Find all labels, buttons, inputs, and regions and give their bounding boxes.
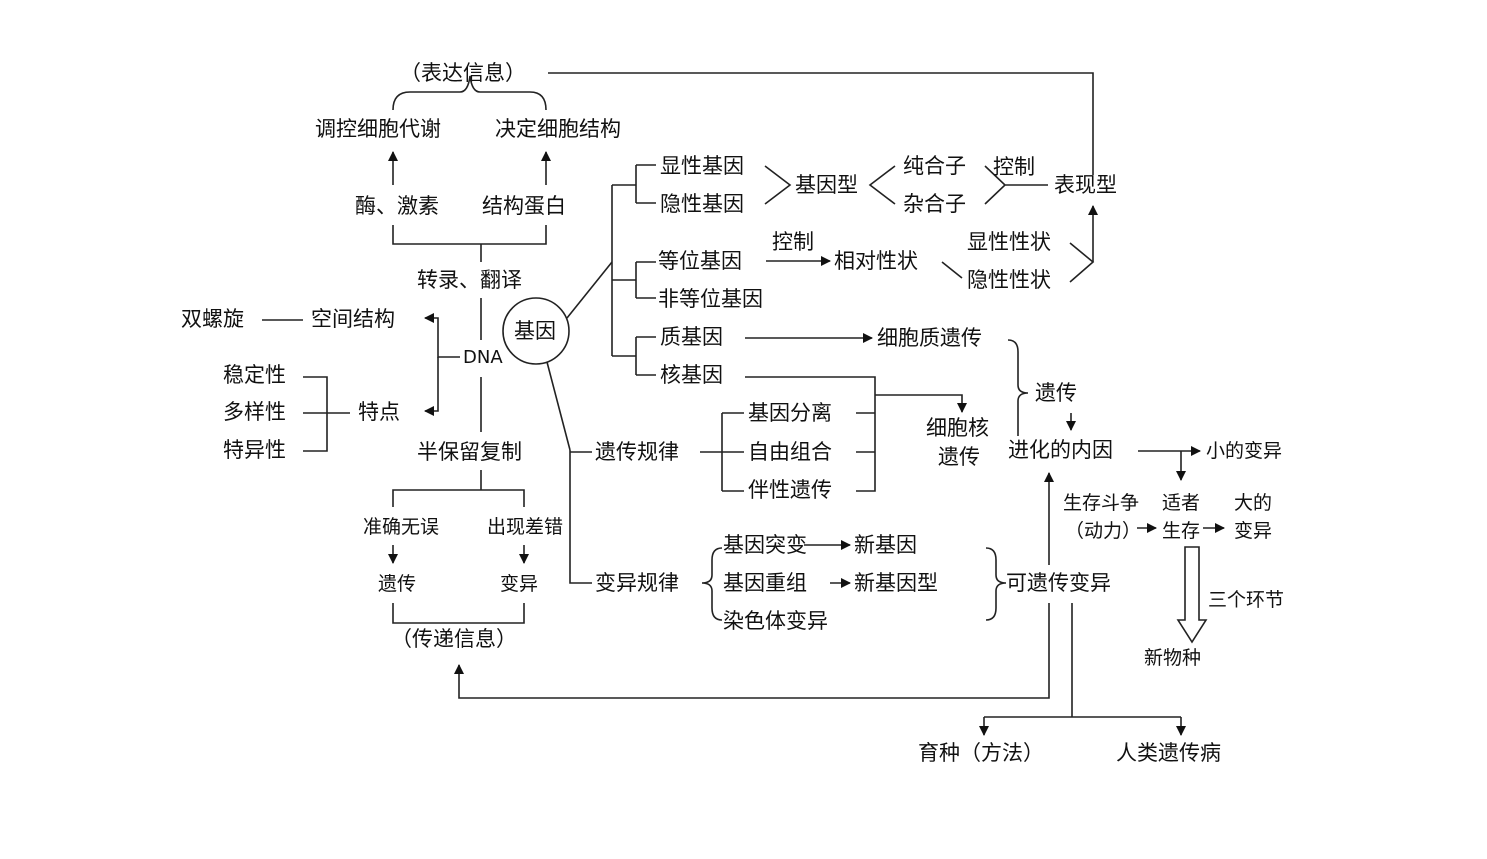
three-links-label: 三个环节	[1208, 589, 1284, 611]
dominant-gene-label: 显性基因	[660, 154, 744, 178]
cytoplasmic-gene-label: 质基因	[660, 325, 723, 349]
recessive-gene-label: 隐性基因	[660, 192, 744, 216]
driving-force-label: （动力）	[1065, 520, 1141, 542]
mutation-label: 基因突变	[723, 533, 807, 557]
large-variation-label-1: 大的	[1234, 492, 1272, 514]
nuclear-gene-line	[745, 376, 876, 492]
specificity-label: 特异性	[223, 438, 286, 462]
internal-cause-label: 进化的内因	[1008, 438, 1113, 462]
new-gene-label: 新基因	[854, 533, 917, 557]
cyto-nuclear-bracket	[612, 336, 656, 376]
features-label: 特点	[358, 400, 400, 424]
variation-label: 变异	[500, 573, 538, 595]
new-species-label: 新物种	[1144, 647, 1201, 669]
nuclear-inheritance-arrow	[875, 394, 967, 413]
transmit-bracket	[392, 603, 525, 624]
fittest-label-1: 适者	[1162, 492, 1200, 514]
replication-bracket	[392, 489, 525, 507]
gene-label: 基因	[514, 319, 556, 343]
determine-structure-label: 决定细胞结构	[495, 117, 621, 141]
application-branch	[984, 603, 1181, 718]
sex-linked-label: 伴性遗传	[748, 478, 832, 502]
evolution-heredity-label: 遗传	[1035, 381, 1077, 405]
variation-feedback-arrow	[454, 603, 1050, 699]
fittest-label-2: 生存	[1162, 520, 1200, 542]
protein-bracket	[392, 225, 547, 245]
dna-to-features-arrow	[424, 357, 439, 416]
stability-label: 稳定性	[223, 363, 286, 387]
free-combination-label: 自由组合	[748, 440, 832, 464]
struggle-label: 生存斗争	[1063, 492, 1139, 514]
laws-bracket	[700, 412, 744, 492]
zygote-merge	[984, 165, 1048, 205]
inheritance-law-label: 遗传规律	[595, 440, 679, 464]
large-variation-label-2: 变异	[1234, 520, 1272, 542]
variation-brace	[701, 547, 723, 621]
relative-trait-label: 相对性状	[834, 249, 918, 273]
nuclear-gene-label: 核基因	[660, 363, 723, 387]
nuclear-inheritance-label-1: 细胞核	[926, 416, 989, 440]
transcription-translation-label: 转录、翻译	[417, 268, 522, 292]
double-helix-label: 双螺旋	[181, 307, 244, 331]
express-info-label: （表达信息）	[400, 61, 526, 85]
lower-trunk	[569, 450, 592, 584]
express-info-connector	[548, 72, 1094, 175]
phenotype-label: 表现型	[1054, 173, 1117, 197]
trait-merge	[1069, 242, 1095, 283]
accurate-label: 准确无误	[363, 516, 439, 538]
heterozygote-label: 杂合子	[903, 192, 966, 216]
gene-to-lower-branch	[546, 361, 571, 451]
regulate-metabolism-label: 调控细胞代谢	[315, 117, 441, 141]
heritable-brace	[985, 547, 1007, 621]
diversity-label: 多样性	[223, 400, 286, 424]
allele-bracket	[612, 261, 656, 299]
speciation-hollow-arrow	[1176, 546, 1208, 644]
gene-to-upper-branch	[566, 261, 613, 319]
chromosome-variation-label: 染色体变异	[723, 609, 828, 633]
dna-label: DNA	[463, 347, 503, 368]
cytoplasmic-inheritance-label: 细胞质遗传	[877, 326, 982, 350]
non-allele-label: 非等位基因	[658, 287, 763, 311]
nuclear-inheritance-label-2: 遗传	[938, 445, 980, 469]
allele-label: 等位基因	[658, 249, 742, 273]
heredity-brace	[1007, 339, 1029, 436]
gene-circle	[502, 297, 570, 365]
heritable-variation-label: 可遗传变异	[1006, 571, 1111, 595]
new-genotype-label: 新基因型	[854, 571, 938, 595]
enzyme-hormone-label: 酶、激素	[355, 194, 439, 218]
human-disease-label: 人类遗传病	[1116, 741, 1221, 765]
spatial-structure-label: 空间结构	[311, 307, 395, 331]
heredity-label: 遗传	[378, 573, 416, 595]
structural-protein-label: 结构蛋白	[482, 194, 566, 218]
transmit-info-label: （传递信息）	[391, 627, 517, 651]
error-label: 出现差错	[487, 516, 563, 538]
features-bracket	[303, 376, 350, 452]
dna-to-spatial-arrow	[424, 313, 460, 358]
genotype-label: 基因型	[795, 173, 858, 197]
trait-split	[941, 261, 963, 279]
small-variation-label: 小的变异	[1206, 440, 1282, 462]
dominant-trait-label: 显性性状	[967, 230, 1051, 254]
segregation-label: 基因分离	[748, 401, 832, 425]
control-label-2: 控制	[772, 230, 814, 254]
recombination-label: 基因重组	[723, 571, 807, 595]
genotype-split	[868, 165, 896, 205]
homozygote-label: 纯合子	[903, 154, 966, 178]
breeding-label: 育种（方法）	[918, 741, 1044, 765]
control-label-1: 控制	[993, 155, 1035, 179]
variation-law-label: 变异规律	[595, 571, 679, 595]
semi-conservative-label: 半保留复制	[417, 440, 522, 464]
dominance-bracket	[612, 164, 656, 204]
recessive-trait-label: 隐性性状	[967, 268, 1051, 292]
express-brace	[392, 75, 547, 111]
genotype-merge	[764, 165, 792, 205]
